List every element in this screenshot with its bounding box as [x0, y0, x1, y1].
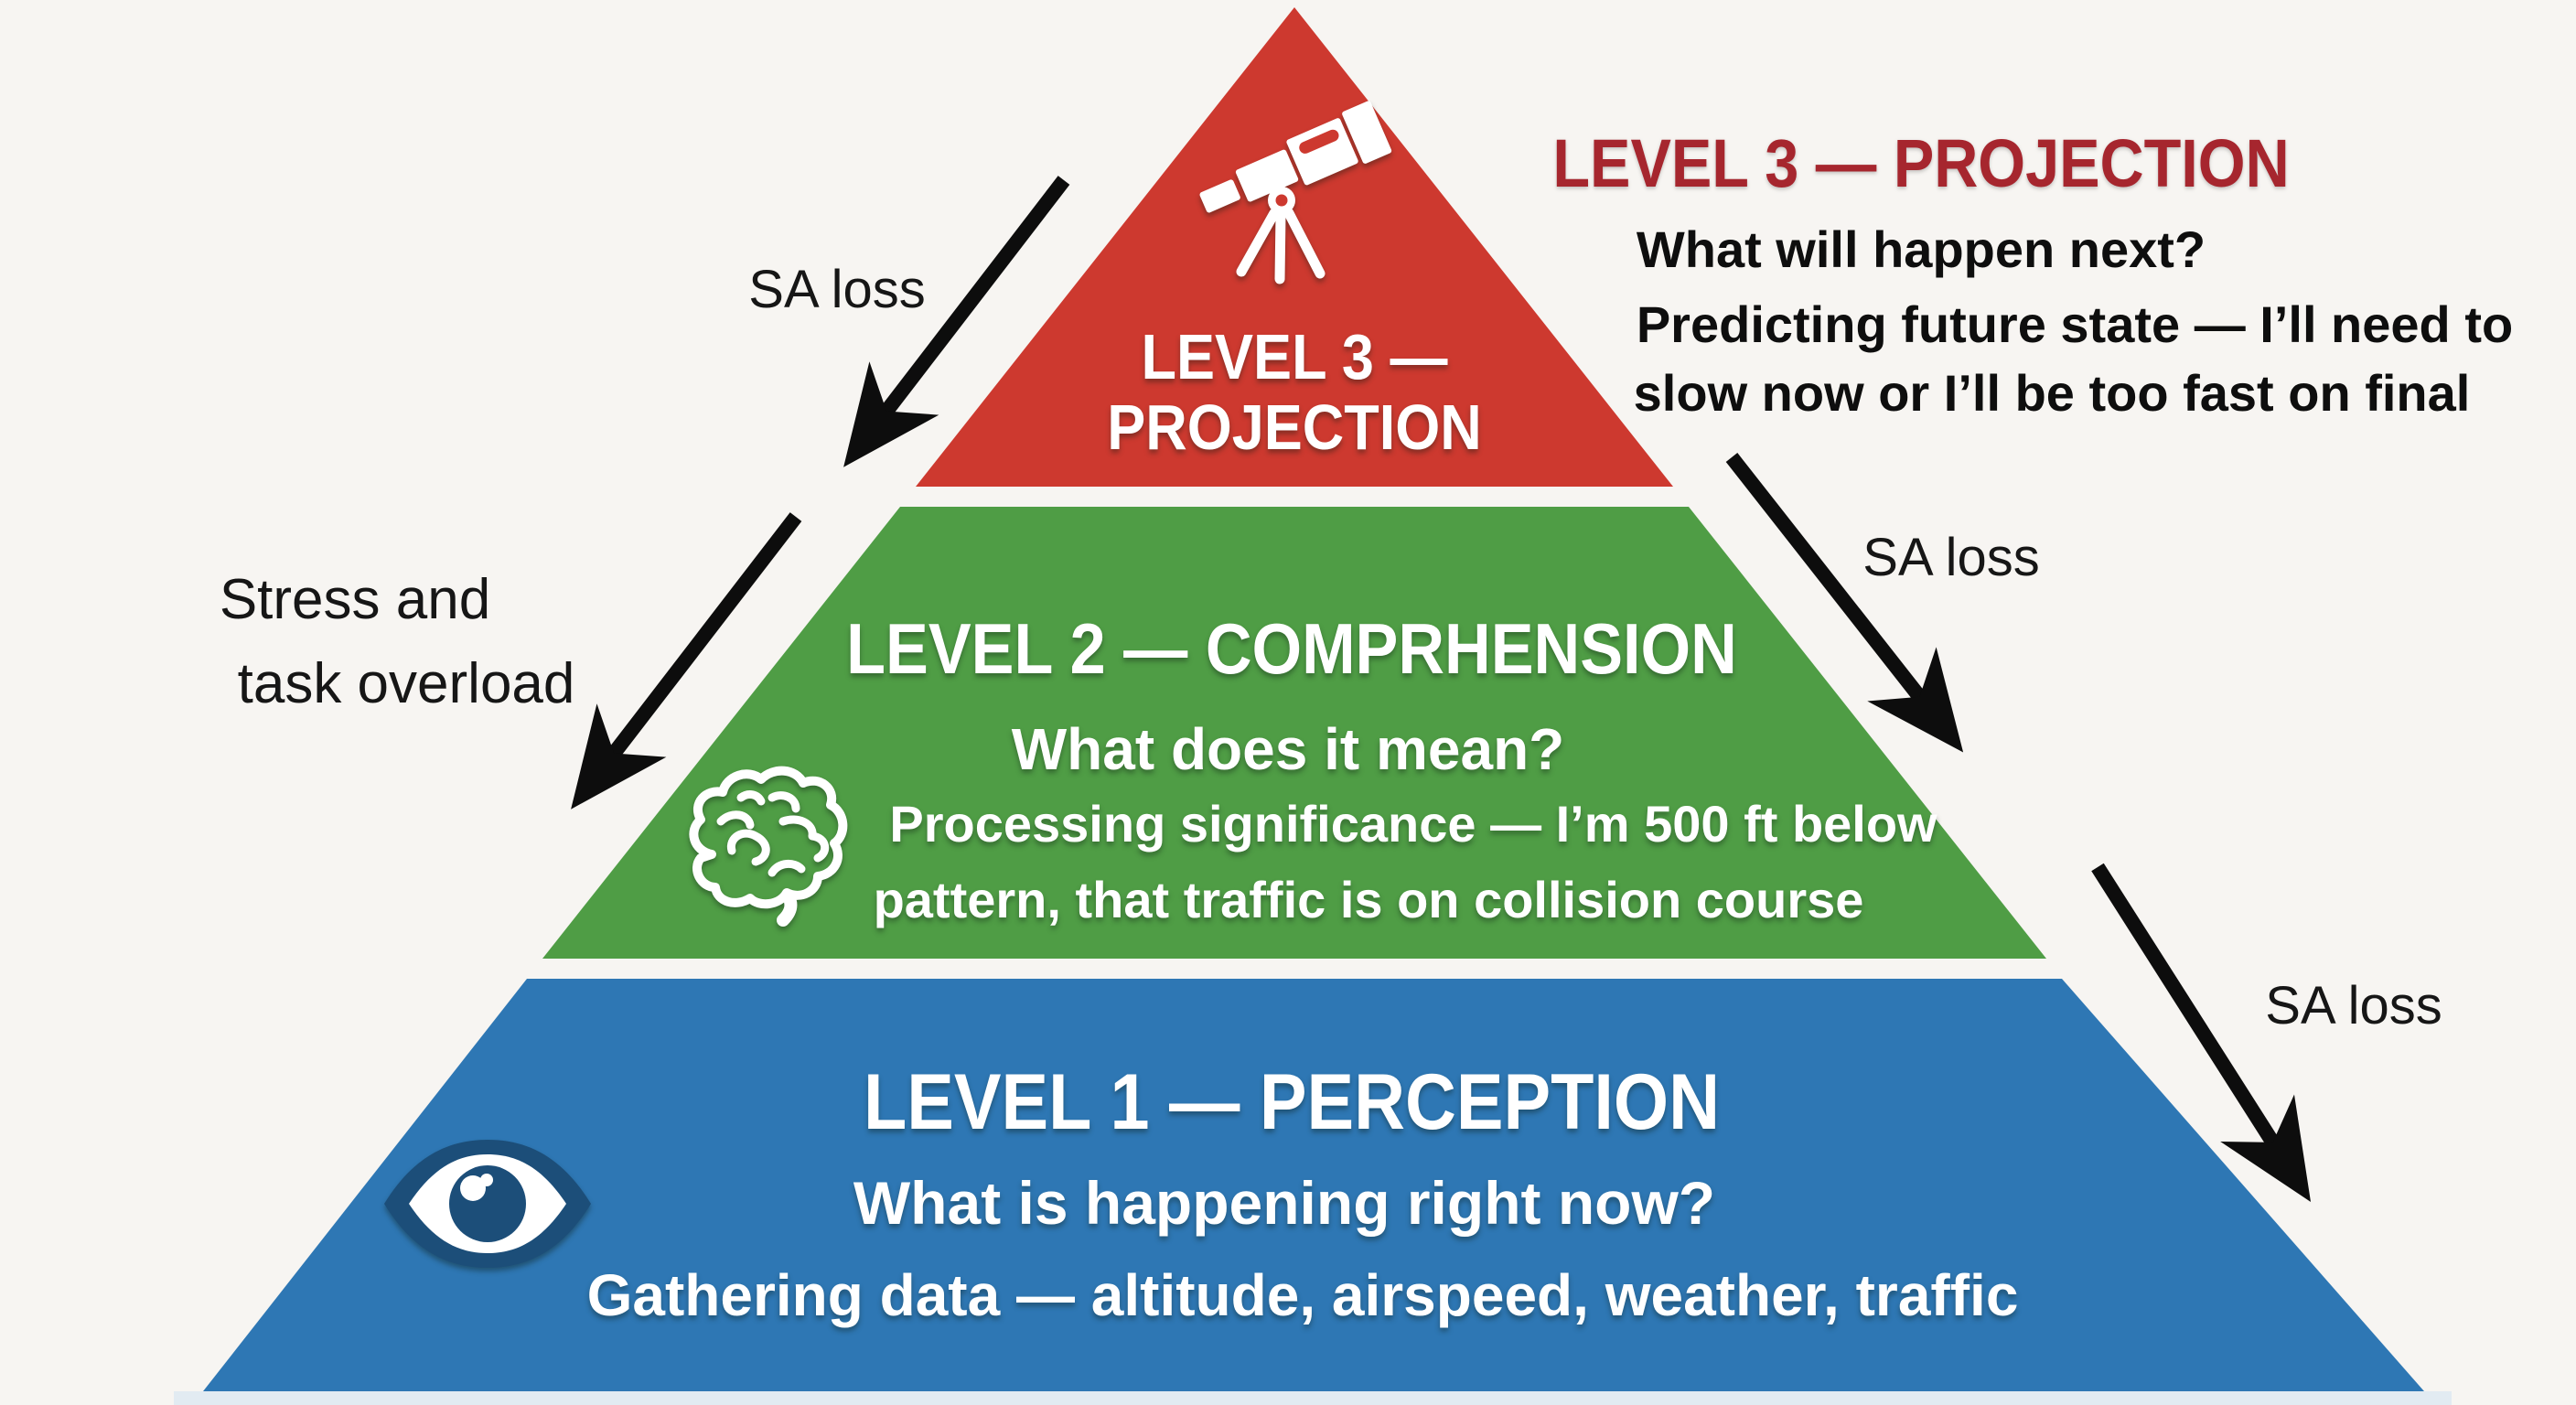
sa-loss-label-top-left: SA loss: [748, 260, 925, 319]
svg-text:task overload: task overload: [238, 652, 575, 715]
level2-detail-line1: Processing significance — I’m 500 ft bel…: [889, 795, 1937, 853]
level2-question: What does it mean?: [1012, 716, 1565, 782]
stress-task-overload-label: Stress and task overload: [220, 568, 575, 715]
sa-loss-arrow-bottom-right: [2091, 863, 2312, 1203]
svg-text:PROJECTION: PROJECTION: [1107, 392, 1481, 464]
level1-band: [203, 979, 2424, 1391]
sa-loss-arrow-mid-left: [571, 512, 802, 810]
level1-detail: Gathering data — altitude, airspeed, wea…: [587, 1262, 2019, 1328]
level1-question: What is happening right now?: [853, 1169, 1715, 1237]
level2-title: LEVEL 2 — COMPRHENSION: [846, 609, 1737, 689]
level3-label: LEVEL 3 — PROJECTION: [1107, 322, 1481, 464]
level2-band: [542, 507, 2046, 959]
svg-text:LEVEL 3 —: LEVEL 3 —: [1142, 322, 1448, 393]
svg-text:What will happen next?: What will happen next?: [1637, 220, 2206, 278]
sa-loss-label-bottom-right: SA loss: [2265, 976, 2442, 1035]
svg-text:Stress and: Stress and: [220, 568, 490, 631]
sa-loss-arrow-mid-right: [1725, 453, 1964, 753]
level1-title: LEVEL 1 — PERCEPTION: [864, 1058, 1720, 1146]
level3-callout: LEVEL 3 — PROJECTION What will happen ne…: [1552, 125, 2513, 422]
eye-icon: [384, 1140, 591, 1268]
svg-text:Predicting future state — I’ll: Predicting future state — I’ll need to: [1637, 295, 2513, 353]
sa-loss-arrow-top-left: [843, 176, 1070, 467]
telescope-icon: [1199, 101, 1392, 284]
level3-band: [916, 7, 1673, 487]
level2-detail-line2: pattern, that traffic is on collision co…: [874, 871, 1864, 928]
callout-heading: LEVEL 3 — PROJECTION: [1552, 125, 2289, 201]
sa-loss-label-mid-right: SA loss: [1862, 528, 2039, 587]
svg-text:slow now or I’ll be too fast o: slow now or I’ll be too fast on final: [1634, 364, 2471, 422]
brain-icon: [689, 766, 848, 927]
footer-strip: [174, 1391, 2452, 1405]
